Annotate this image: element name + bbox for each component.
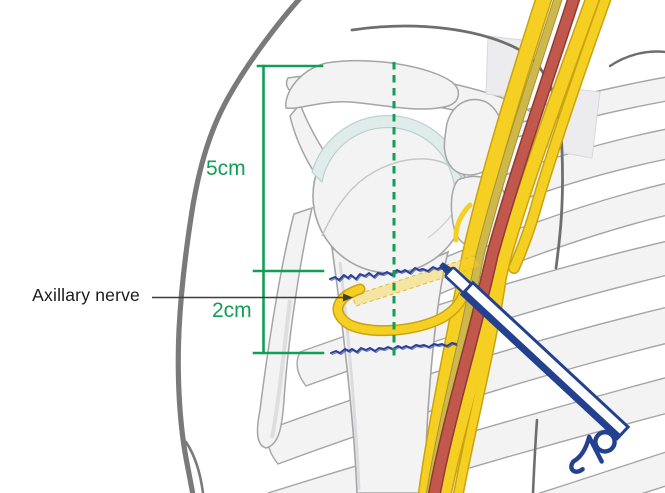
chest-fold: [531, 418, 539, 493]
ao-logo-letter-a: [569, 434, 604, 474]
right-neck-curve: [608, 50, 665, 68]
rib: [537, 451, 665, 493]
ao-logo: [569, 430, 617, 474]
nerve-trunk: [419, 0, 551, 493]
pointer-arrowhead: [343, 293, 353, 302]
measurement-bracket: [252, 64, 325, 355]
label-pointer: [152, 293, 353, 302]
axillary-nerve-label: Axillary nerve: [32, 285, 140, 305]
body-outline: [175, 0, 303, 493]
scapula: [256, 206, 314, 449]
upper-distance-label: 5cm: [206, 157, 246, 180]
surgical-instrument: [439, 262, 631, 441]
ao-logo-letter-o: [593, 430, 617, 454]
instrument-shaft-stripe: [461, 290, 621, 439]
axillary-nerve-loop: [334, 285, 467, 335]
articular-cartilage: [311, 114, 465, 186]
nerve-trunk: [454, 254, 508, 493]
axillary-artery: [429, 0, 579, 493]
nerve-trunk: [509, 0, 610, 273]
brachial-plexus-bundle: [417, 0, 612, 493]
incision-marking-upper: [329, 266, 444, 281]
lower-distance-label: 2cm: [212, 299, 252, 322]
